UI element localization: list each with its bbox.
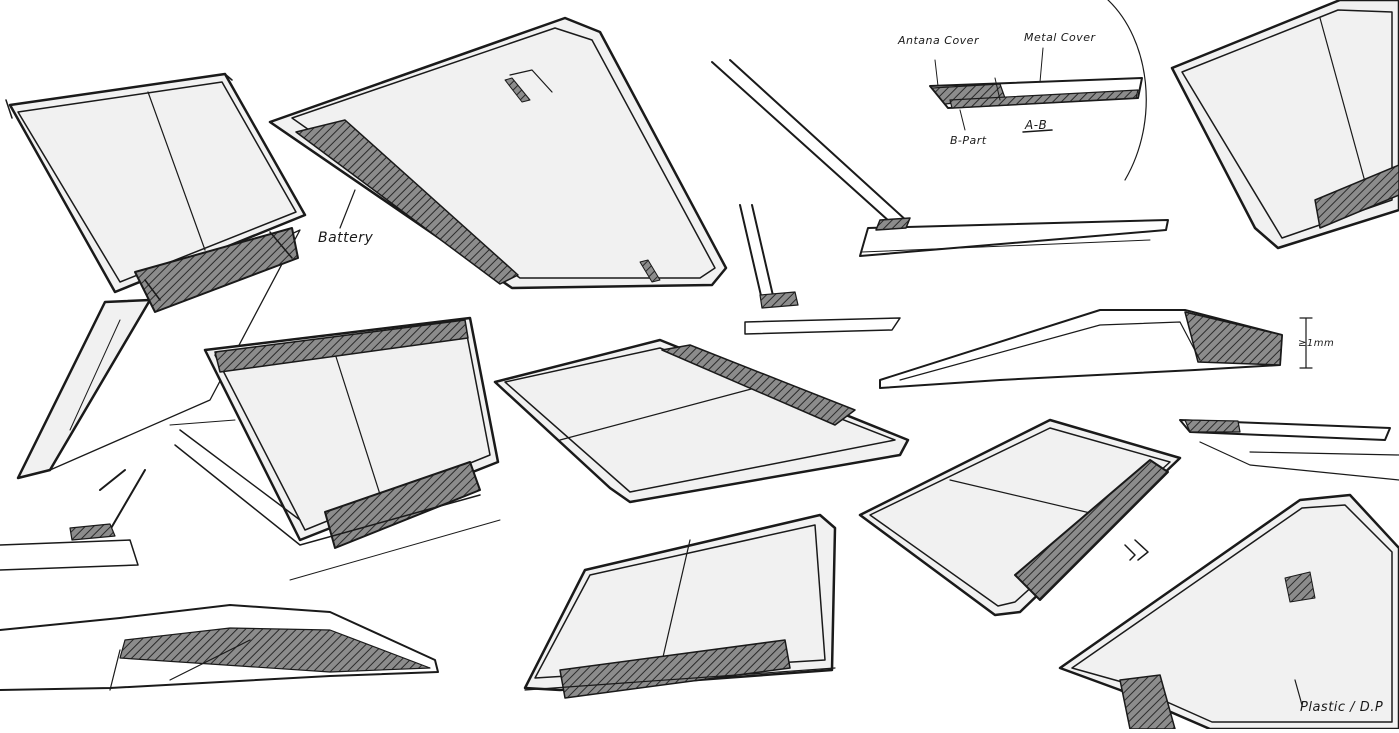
- laptop-sketch-flat-center: [493, 338, 910, 504]
- laptop-sketch-bottom-right: [1058, 493, 1399, 731]
- battery-label: Battery: [318, 230, 374, 246]
- antenna-cover-label: Antana Cover: [898, 34, 979, 47]
- section-label: A-B: [1025, 118, 1048, 132]
- thickness-label: ≥1mm: [1298, 338, 1335, 349]
- laptop-sketch-open-left: [5, 72, 307, 480]
- laptop-sketch-side-bottom: [0, 604, 439, 691]
- laptop-sketch-bottom-center: [523, 513, 837, 699]
- metal-cover-label: Metal Cover: [1024, 31, 1096, 44]
- b-part-label: B-Part: [950, 134, 987, 147]
- laptop-sketch-side-thickness: [879, 309, 1313, 389]
- laptop-sketch-back-battery: [268, 16, 728, 290]
- hinge-detail-small-left: [0, 469, 146, 571]
- hinge-detail-right: [1179, 419, 1399, 481]
- cross-section-detail: [929, 0, 1147, 181]
- hinge-detail-vertical: [739, 204, 901, 335]
- laptop-sketch-open-center: [169, 316, 501, 581]
- laptop-sketch-top-right: [1170, 0, 1399, 250]
- laptop-sketch-side-hinge: [711, 59, 1169, 257]
- material-label: Plastic / D.P: [1300, 700, 1384, 715]
- laptop-sketch-tablet-hinge: [858, 418, 1182, 617]
